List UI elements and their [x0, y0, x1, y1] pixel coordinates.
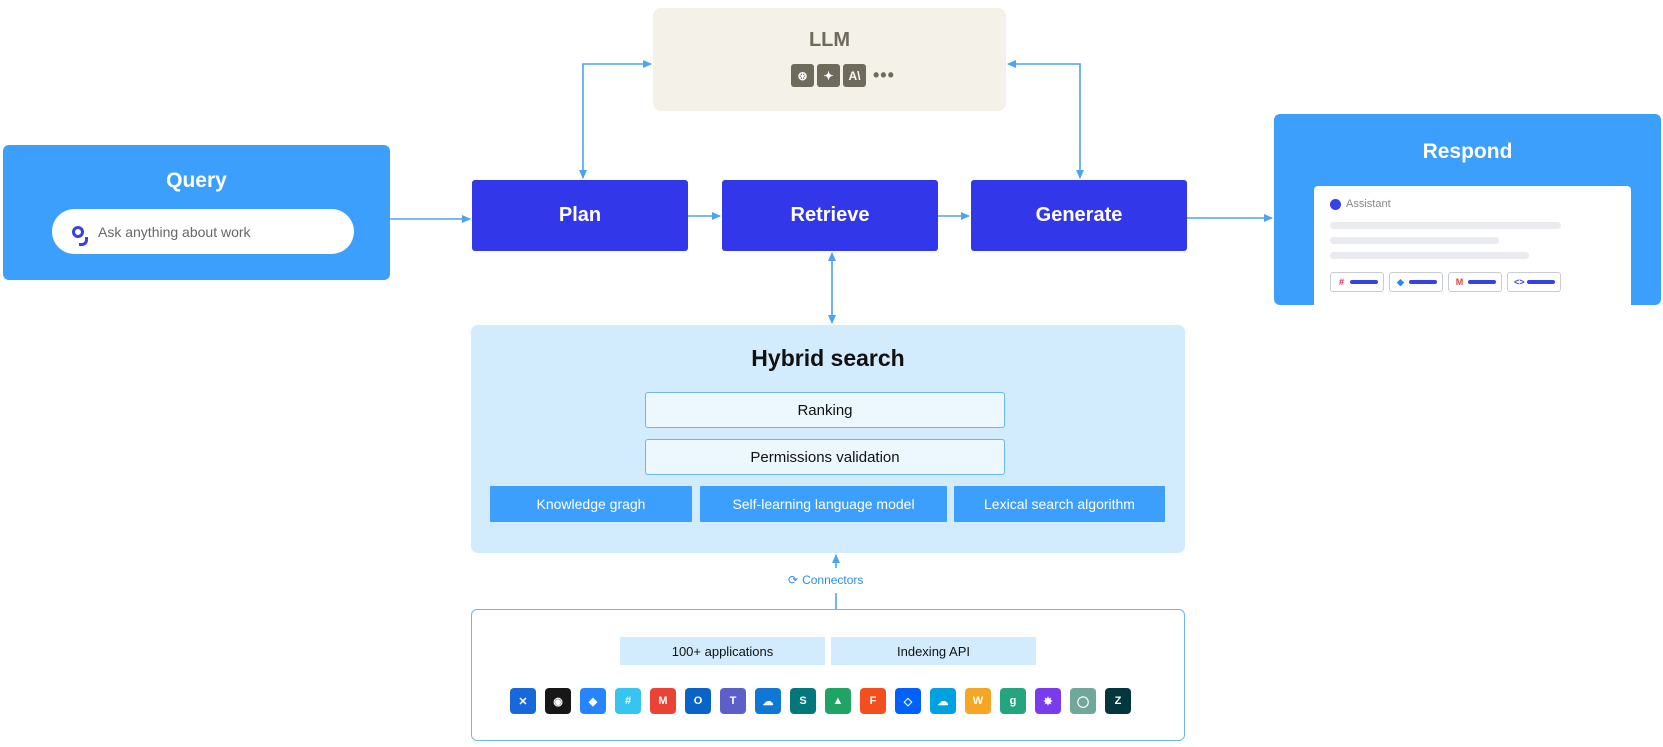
anthropic-icon: A\: [843, 64, 866, 87]
connectors-label: ⟳ Connectors: [788, 573, 863, 587]
confluence-icon: ✕: [510, 688, 536, 714]
outlook-icon: O: [685, 688, 711, 714]
assistant-panel: Assistant # ◆ M <>: [1314, 186, 1631, 305]
gmail-icon: M: [1455, 277, 1464, 287]
citation-chip: <>: [1507, 272, 1561, 292]
hybrid-search-title: Hybrid search: [751, 345, 905, 371]
stage-generate: Generate: [971, 180, 1187, 251]
jira-icon: ◆: [580, 688, 606, 714]
onedrive-icon: ☁: [755, 688, 781, 714]
assistant-header: Assistant: [1330, 198, 1391, 210]
arrow-plan-llm: [579, 60, 652, 179]
asana-burst-icon: ✸: [1035, 688, 1061, 714]
salesforce-icon: ☁: [930, 688, 956, 714]
query-search-input[interactable]: Ask anything about work: [52, 209, 354, 254]
lexical-search-box: Lexical search algorithm: [954, 486, 1165, 522]
chip-label-bar: [1468, 280, 1496, 284]
jira-icon: ◆: [1397, 276, 1404, 287]
glean-logo-icon: [72, 225, 88, 246]
stage-retrieve: Retrieve: [722, 180, 938, 251]
assistant-icon: [1330, 198, 1341, 210]
connectors-text: Connectors: [802, 573, 864, 587]
indexing-api-tag: Indexing API: [831, 637, 1036, 665]
chip-label-bar: [1527, 280, 1555, 284]
citation-chip: ◆: [1389, 272, 1443, 292]
query-title: Query: [166, 169, 227, 192]
google-drive-icon: ▲: [825, 688, 851, 714]
skeleton-line: [1330, 237, 1499, 244]
workday-icon: W: [965, 688, 991, 714]
knowledge-graph-box: Knowledge gragh: [490, 486, 692, 522]
applications-tag: 100+ applications: [620, 637, 825, 665]
hybrid-search-panel: Hybrid search Ranking Permissions valida…: [471, 325, 1185, 553]
llm-provider-icons: ⊛ ✦ A\ •••: [791, 64, 895, 87]
stage-plan: Plan: [472, 180, 688, 251]
github-icon: ◉: [545, 688, 571, 714]
more-ellipsis-icon: •••: [873, 65, 895, 85]
slack-icon: #: [615, 688, 641, 714]
dropbox-icon: ◇: [895, 688, 921, 714]
llm-title: LLM: [808, 29, 851, 51]
query-card: Query Ask anything about work: [3, 145, 390, 280]
ranking-layer: Ranking: [645, 392, 1005, 428]
openai-icon: ⊛: [791, 64, 814, 87]
figma-icon: F: [860, 688, 886, 714]
teams-icon: T: [720, 688, 746, 714]
citation-chip: #: [1330, 272, 1384, 292]
query-placeholder: Ask anything about work: [98, 223, 251, 240]
citation-chip: M: [1448, 272, 1502, 292]
assistant-label: Assistant: [1346, 198, 1391, 210]
skeleton-line: [1330, 222, 1561, 229]
gmail-icon: M: [650, 688, 676, 714]
permissions-layer: Permissions validation: [645, 439, 1005, 475]
arrow-generate-llm: [1007, 60, 1084, 179]
slack-icon: #: [1338, 277, 1344, 287]
citation-chips: # ◆ M <>: [1330, 272, 1561, 292]
respond-title: Respond: [1422, 140, 1513, 163]
self-learning-model-box: Self-learning language model: [700, 486, 947, 522]
code-icon: <>: [1514, 277, 1525, 287]
skeleton-line: [1330, 252, 1529, 259]
chip-label-bar: [1350, 280, 1378, 284]
sharepoint-icon: S: [790, 688, 816, 714]
greenhouse-icon: g: [1000, 688, 1026, 714]
gong-icon: ◯: [1070, 688, 1096, 714]
chip-label-bar: [1409, 280, 1437, 284]
gemini-sparkle-icon: ✦: [817, 64, 840, 87]
zendesk-icon: Z: [1105, 688, 1131, 714]
llm-card: LLM ⊛ ✦ A\ •••: [653, 8, 1006, 111]
respond-card: Respond Assistant # ◆ M <>: [1274, 114, 1661, 305]
sync-icon: ⟳: [788, 573, 799, 587]
